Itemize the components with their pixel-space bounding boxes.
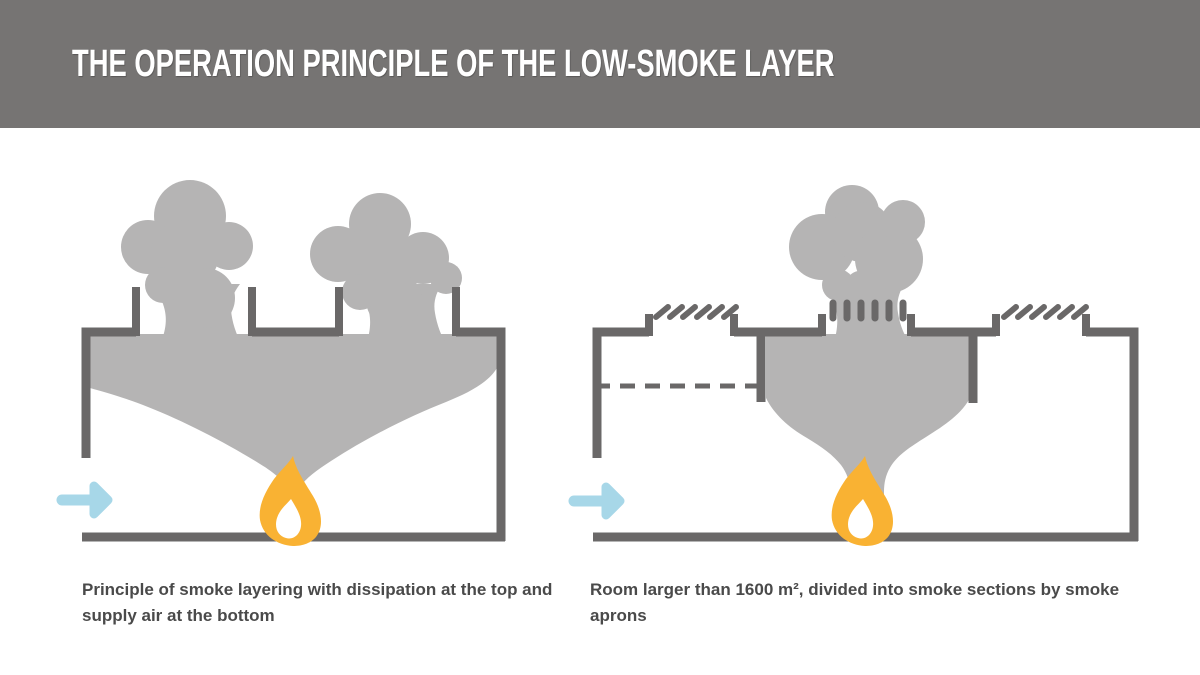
smoke-layer <box>766 334 971 540</box>
flame-icon <box>831 456 894 546</box>
vent-louvres-open-icon <box>829 299 907 322</box>
header-bar: THE OPERATION PRINCIPLE OF THE LOW-SMOKE… <box>0 0 1200 128</box>
smoke-layering-diagram <box>56 180 506 546</box>
figure-caption: Room larger than 1600 m², divided into s… <box>590 580 1120 625</box>
flame-icon <box>259 456 322 546</box>
diagram-area: Principle of smoke layering with dissipa… <box>0 128 1200 675</box>
smoke-shapes <box>766 185 971 540</box>
left-wall-and-roof <box>81 327 136 458</box>
roof-and-right-wall <box>1086 327 1139 541</box>
supply-air-arrow-icon <box>56 481 113 519</box>
vent-louvres-closed-icon <box>653 304 739 320</box>
smoke-shapes <box>90 180 497 498</box>
page-title: THE OPERATION PRINCIPLE OF THE LOW-SMOKE… <box>72 43 835 85</box>
smoke-cloud <box>121 180 253 328</box>
smoke-cloud <box>310 193 462 328</box>
figure-caption: Principle of smoke layering with dissipa… <box>82 580 553 625</box>
supply-air-arrow-icon <box>568 482 625 520</box>
smoke-cloud <box>789 185 925 314</box>
vent-louvres-closed-icon <box>1001 304 1089 320</box>
left-wall-and-roof <box>592 327 649 458</box>
smoke-layer <box>90 334 497 498</box>
smoke-sections-diagram <box>568 185 1139 546</box>
roof-and-right-wall <box>456 327 506 541</box>
